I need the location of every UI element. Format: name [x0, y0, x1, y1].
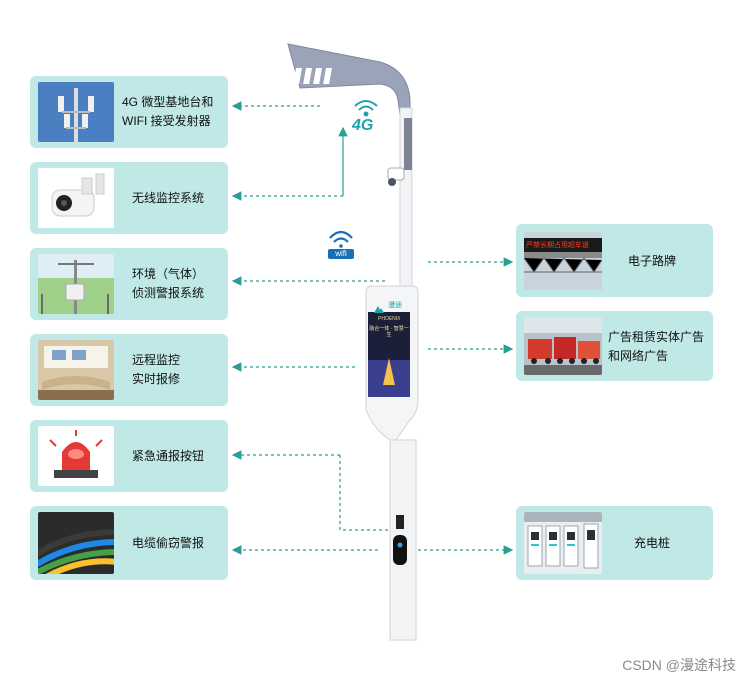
card-label: 广告租赁实体广告 和网络广告 [608, 328, 704, 366]
card-cable: 电缆偷窃警报 [30, 506, 228, 580]
card-label: 电子路牌 [628, 252, 676, 271]
card-emergency: 紧急通报按钮 [30, 420, 228, 492]
security-camera-icon [38, 168, 114, 228]
charging-station-icon [524, 512, 602, 574]
card-label: 电缆偷窃警报 [132, 534, 204, 553]
screen-headline: 融合一体 · 智慧一生 [369, 326, 409, 338]
screen-logo-icon [374, 300, 384, 308]
card-monitoring: 无线监控系统 [30, 162, 228, 234]
card-label: 充电桩 [634, 534, 670, 553]
badge-4g: 4G [352, 117, 373, 135]
sign-text: 严禁长期占用超车道 [526, 240, 602, 250]
card-charging: 充电桩 [516, 506, 713, 580]
card-label: 无线监控系统 [132, 189, 204, 208]
cell-tower-icon [38, 82, 114, 142]
cable-icon [38, 512, 114, 574]
weather-station-icon [38, 254, 114, 314]
card-label: 远程监控 实时报修 [132, 351, 180, 389]
card-ads: 广告租赁实体广告 和网络广告 [516, 311, 713, 381]
watermark: CSDN @漫途科技 [622, 655, 736, 675]
card-remote: 远程监控 实时报修 [30, 334, 228, 406]
card-sign: 严禁长期占用超车道 电子路牌 [516, 224, 713, 297]
screen-brand: 漫途 [388, 300, 402, 310]
card-label: 紧急通报按钮 [132, 447, 204, 466]
card-label: 环境（气体） 侦测警报系统 [132, 265, 204, 303]
card-environment: 环境（气体） 侦测警报系统 [30, 248, 228, 320]
screen-top-text: PHOENIX [378, 316, 401, 322]
card-label: 4G 微型基地台和 WIFI 接受发射器 [122, 93, 213, 131]
alarm-light-icon [38, 426, 114, 486]
wifi-4g-icon [355, 101, 377, 116]
wifi-badge-text: wifi [333, 249, 349, 258]
billboard-trucks-icon [524, 317, 602, 375]
control-room-icon [38, 340, 114, 400]
card-base-station: 4G 微型基地台和 WIFI 接受发射器 [30, 76, 228, 148]
